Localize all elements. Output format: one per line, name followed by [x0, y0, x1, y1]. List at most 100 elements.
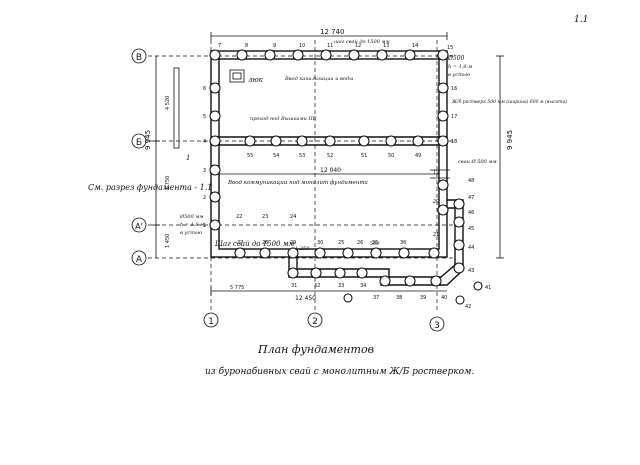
svg-text:5 775: 5 775 — [230, 285, 244, 291]
svg-text:41: 41 — [485, 285, 491, 291]
svg-text:12: 12 — [355, 43, 361, 49]
svg-text:47: 47 — [468, 195, 474, 201]
svg-text:1 750: 1 750 — [165, 176, 171, 190]
note-dim-1250: 1 250 — [295, 246, 310, 252]
svg-text:17: 17 — [451, 114, 457, 120]
axis-bubble-v: В — [131, 48, 147, 64]
svg-text:18: 18 — [451, 139, 457, 145]
svg-text:34: 34 — [360, 283, 366, 289]
svg-text:6: 6 — [203, 86, 206, 92]
note-right-piles: сваи Ø 500 мм — [458, 158, 497, 165]
sheet-number: 1.1 — [574, 15, 588, 25]
note-left-pile-d: Ø500 мм — [179, 213, 204, 220]
svg-text:2: 2 — [312, 317, 318, 327]
svg-text:38: 38 — [396, 295, 402, 301]
note-left-pile-depth: в устью — [180, 230, 203, 236]
svg-text:16: 16 — [451, 86, 457, 92]
svg-text:14: 14 — [412, 43, 418, 49]
note-sewer-pass: проход под Вышками ПЕ — [250, 116, 317, 122]
svg-text:19: 19 — [433, 170, 439, 176]
note-pile-height: h = 1,6 м — [448, 64, 472, 70]
svg-text:40: 40 — [441, 295, 447, 301]
svg-text:27: 27 — [237, 240, 243, 246]
svg-text:12 040: 12 040 — [320, 167, 341, 174]
svg-text:35: 35 — [372, 240, 378, 246]
svg-text:11: 11 — [327, 43, 333, 49]
svg-text:26: 26 — [357, 240, 363, 246]
svg-text:10: 10 — [299, 43, 305, 49]
svg-text:48: 48 — [468, 178, 474, 184]
note-hatch: люк — [248, 76, 264, 84]
pile-numbers-annex: 31 32 33 34 37 38 39 40 41 42 43 44 45 4… — [236, 178, 491, 310]
svg-text:9: 9 — [273, 43, 276, 49]
svg-text:9 945: 9 945 — [144, 130, 152, 150]
svg-text:12 740: 12 740 — [320, 28, 345, 36]
pile-numbers-right: 16 17 18 19 20 21 — [433, 86, 457, 238]
svg-text:54: 54 — [273, 153, 279, 159]
dimension-lines — [152, 32, 504, 295]
note-pile-step-top: шаг свай до 1500 мм — [334, 39, 390, 45]
svg-text:50: 50 — [388, 153, 394, 159]
svg-text:15: 15 — [447, 45, 453, 51]
svg-text:А: А — [136, 255, 143, 265]
svg-text:20: 20 — [433, 199, 439, 205]
svg-text:33: 33 — [338, 283, 344, 289]
svg-text:53: 53 — [299, 153, 305, 159]
svg-text:12 450: 12 450 — [295, 295, 316, 302]
svg-text:22: 22 — [236, 214, 242, 220]
svg-text:36: 36 — [400, 240, 406, 246]
svg-text:1: 1 — [203, 223, 206, 229]
svg-text:49: 49 — [415, 153, 421, 159]
svg-text:42: 42 — [465, 304, 471, 310]
svg-text:28: 28 — [262, 240, 268, 246]
section-mark: 1 — [186, 154, 190, 162]
note-left-pile-h: h = 1,6 м — [180, 222, 204, 228]
svg-text:21: 21 — [433, 232, 439, 238]
svg-text:46: 46 — [468, 210, 474, 216]
svg-text:Б: Б — [136, 138, 142, 148]
drawing-subtitle: из буронабивных свай с монолитным Ж/Б ро… — [205, 366, 475, 377]
svg-text:4: 4 — [203, 139, 206, 145]
svg-text:2: 2 — [203, 195, 206, 201]
pile-numbers-bottom: 27 28 29 30 35 36 — [237, 240, 406, 246]
svg-text:44: 44 — [468, 245, 474, 251]
svg-text:39: 39 — [420, 295, 426, 301]
note-rebar: Ж/б ростверк 500 мм (ширина) 600 м (высо… — [451, 98, 567, 105]
note-pile-depth: в устью — [448, 72, 471, 78]
svg-text:В: В — [136, 53, 142, 63]
svg-text:3: 3 — [434, 321, 440, 331]
svg-text:51: 51 — [361, 153, 367, 159]
svg-text:8: 8 — [245, 43, 248, 49]
note-pile-step-bottom: Шаг свай до 1500 мм — [214, 240, 295, 248]
svg-text:13: 13 — [383, 43, 389, 49]
axis-bubble-a: А — [131, 250, 147, 266]
svg-text:9 945: 9 945 — [506, 130, 514, 150]
svg-text:52: 52 — [327, 153, 333, 159]
svg-text:45: 45 — [468, 226, 474, 232]
annotations: шаг свай до 1500 мм Ø500 h = 1,6 м в уст… — [88, 39, 567, 252]
svg-text:55: 55 — [247, 153, 253, 159]
svg-text:37: 37 — [373, 295, 379, 301]
svg-text:23: 23 — [262, 214, 268, 220]
note-see-section: См. разрез фундамента - 1.1 — [88, 183, 212, 192]
svg-text:5: 5 — [203, 114, 206, 120]
svg-text:25: 25 — [338, 240, 344, 246]
pile-numbers-top: 7 8 9 10 11 12 13 14 15 — [218, 43, 453, 51]
svg-text:43: 43 — [468, 268, 474, 274]
svg-text:4 520: 4 520 — [165, 96, 171, 110]
svg-text:7: 7 — [218, 43, 221, 49]
pile-numbers-left: 6 5 4 3 2 1 — [203, 86, 206, 229]
svg-text:29: 29 — [290, 240, 296, 246]
axis-bubble-a-prime: А' — [131, 217, 147, 233]
dimension-labels: 12 740 12 040 12 450 5 775 9 945 4 520 1… — [144, 28, 514, 302]
svg-text:1 450: 1 450 — [165, 234, 171, 248]
svg-text:1: 1 — [208, 317, 214, 327]
note-pile-diameter: Ø500 — [447, 55, 465, 62]
note-utility-below: Ввод коммуникаций под монолит фундамента — [227, 179, 368, 186]
axis-bubble-2: 2 — [307, 312, 323, 328]
drawing-title: План фундаментов — [257, 343, 374, 356]
svg-text:31: 31 — [291, 283, 297, 289]
axis-bubble-b: Б — [131, 133, 147, 149]
note-dim-500: 500 — [370, 241, 380, 247]
